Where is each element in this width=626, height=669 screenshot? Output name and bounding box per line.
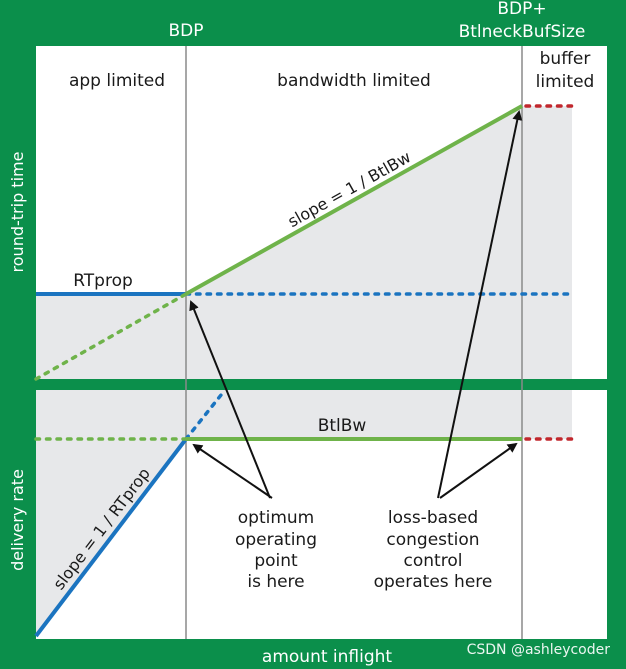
watermark: CSDN @ashleycoder [467,642,611,658]
region-buffer-limited-line2: limited [536,72,595,92]
annotation-optimum-line1: optimum [238,508,314,528]
axis-label-round-trip-time: round-trip time [8,152,27,273]
arrow-optimum-bottom [192,443,273,499]
axis-label-amount-inflight: amount inflight [262,647,392,667]
region-app-limited: app limited [69,71,165,91]
rtprop-slope-line [34,437,188,638]
arrow-loss-top [437,110,523,499]
annotation-loss-line1: loss-based [388,508,478,528]
annotation-optimum-line3: point [254,551,298,571]
btlbw-slope-dotted [34,292,188,381]
btlbw-label: BtlBw [318,416,367,436]
annotation-loss-line3: control [404,551,463,571]
bottom-shade [36,390,572,636]
annotation-optimum-line4: is here [247,572,304,592]
region-bandwidth-limited: bandwidth limited [277,71,431,91]
rtprop-label: RTprop [73,271,133,291]
bdp-label: BDP [168,21,203,41]
rtprop-slope-dotted [184,388,227,441]
annotation-loss-line2: congestion [386,530,479,550]
bdp-plus-label-line1: BDP+ [497,0,546,19]
arrow-loss-bottom [439,442,518,499]
region-buffer-limited-line1: buffer [540,49,591,69]
arrow-optimum-top [189,300,271,499]
axis-label-delivery-rate: delivery rate [8,469,27,571]
top-shade-bandwidth [36,106,572,379]
bdp-plus-label-line2: BtlneckBufSize [459,22,586,42]
btlbw-slope-line [185,104,523,296]
annotation-loss-line4: operates here [374,572,493,592]
annotation-optimum-line2: operating [235,530,317,550]
